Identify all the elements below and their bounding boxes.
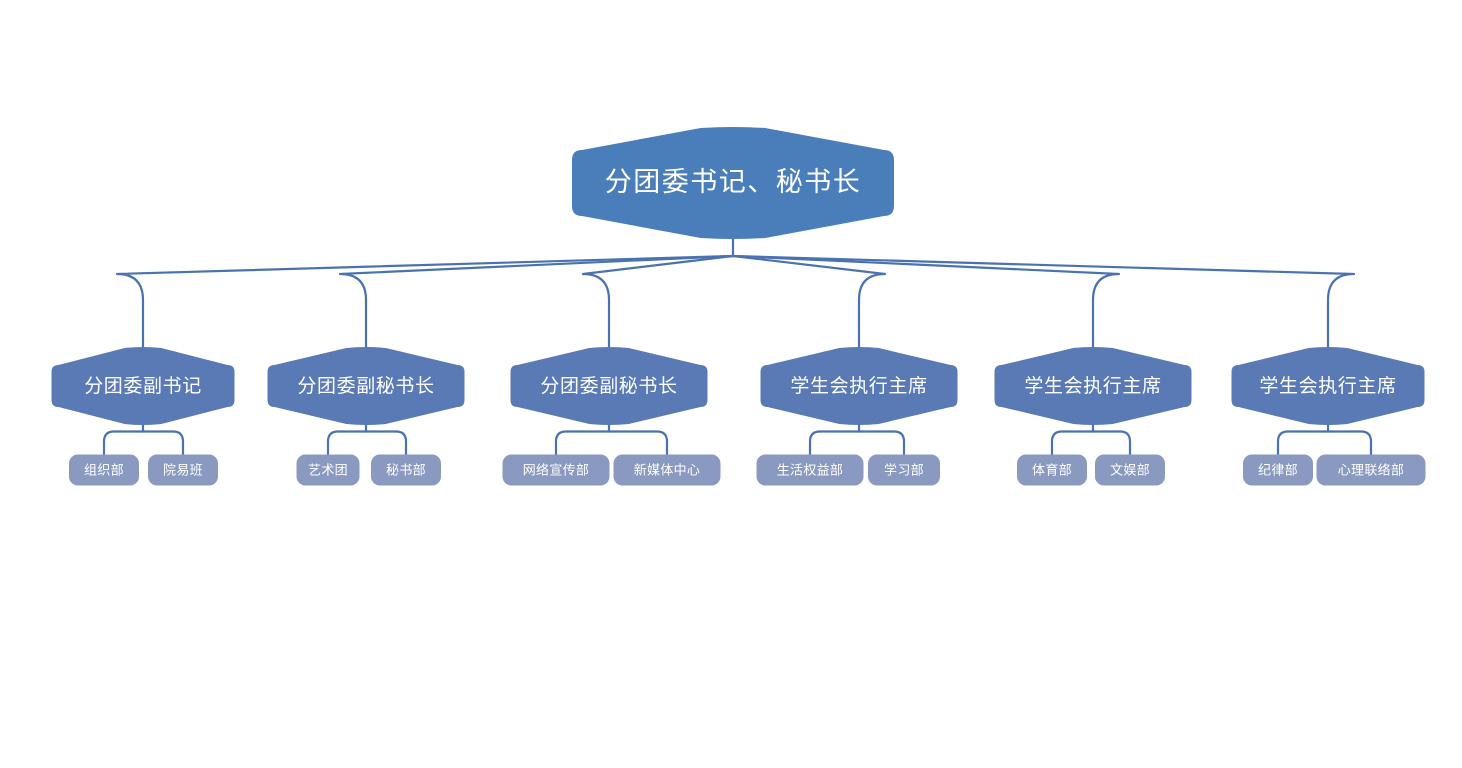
branch-bracket-6	[1276, 430, 1373, 456]
dept-node-1-1-shape	[69, 454, 139, 486]
dept-node-1-1[interactable]: 组织部	[69, 454, 139, 486]
branch-node-6[interactable]: 学生会执行主席	[1231, 347, 1425, 425]
branch-connectors-group	[102, 420, 1373, 456]
level3-nodes-group: 组织部院易班 艺术团秘书部 网络宣传部新媒体中心 生活权益部学习部 体育部文娱部 纪律部心…	[69, 454, 1426, 486]
branch-node-2-shape	[267, 347, 465, 425]
branch-node-3-shape	[510, 347, 708, 425]
root-to-branch-connector-4	[731, 254, 887, 352]
dept-node-3-1-shape	[502, 454, 610, 486]
dept-node-6-2-shape	[1316, 454, 1426, 486]
root-node-shape	[572, 127, 894, 239]
dept-node-2-2-shape	[371, 454, 441, 486]
branch-bracket-1	[102, 430, 185, 456]
dept-node-5-2-shape	[1095, 454, 1165, 486]
root-node-group: 分团委书记、秘书长	[572, 127, 894, 239]
dept-node-2-1[interactable]: 艺术团	[296, 454, 360, 486]
branch-node-2[interactable]: 分团委副秘书长	[267, 347, 465, 425]
branch-node-3[interactable]: 分团委副秘书长	[510, 347, 708, 425]
dept-node-6-2[interactable]: 心理联络部	[1316, 454, 1426, 486]
dept-node-3-1[interactable]: 网络宣传部	[502, 454, 610, 486]
root-to-branch-connector-2	[338, 254, 735, 352]
dept-node-5-2[interactable]: 文娱部	[1095, 454, 1165, 486]
dept-node-3-2-shape	[613, 454, 721, 486]
dept-node-5-1-shape	[1017, 454, 1087, 486]
branch-node-5[interactable]: 学生会执行主席	[994, 347, 1192, 425]
root-node[interactable]: 分团委书记、秘书长	[572, 127, 894, 239]
dept-node-2-1-shape	[296, 454, 360, 486]
root-to-branch-connector-3	[581, 254, 735, 352]
branch-bracket-3	[554, 430, 669, 456]
branch-node-4[interactable]: 学生会执行主席	[760, 347, 958, 425]
dept-node-6-1[interactable]: 纪律部	[1243, 454, 1313, 486]
root-to-branch-connector-6	[731, 254, 1356, 352]
branch-bracket-2	[326, 430, 408, 456]
root-to-branch-connector-1	[115, 254, 735, 352]
dept-node-6-1-shape	[1243, 454, 1313, 486]
dept-node-4-1-shape	[756, 454, 864, 486]
branch-node-6-shape	[1231, 347, 1425, 425]
dept-node-2-2[interactable]: 秘书部	[371, 454, 441, 486]
dept-node-1-2-shape	[148, 454, 218, 486]
dept-node-3-2[interactable]: 新媒体中心	[613, 454, 721, 486]
dept-node-1-2[interactable]: 院易班	[148, 454, 218, 486]
branch-node-4-shape	[760, 347, 958, 425]
dept-node-4-2-shape	[868, 454, 940, 486]
root-connectors-group	[115, 234, 1356, 352]
branch-node-5-shape	[994, 347, 1192, 425]
branch-bracket-4	[808, 430, 906, 456]
root-to-branch-connector-5	[731, 254, 1121, 352]
dept-node-4-2[interactable]: 学习部	[868, 454, 940, 486]
branch-bracket-5	[1050, 430, 1132, 456]
branch-node-1[interactable]: 分团委副书记	[51, 347, 235, 425]
level2-nodes-group: 分团委副书记分团委副秘书长分团委副秘书长学生会执行主席学生会执行主席学生会执行主…	[51, 347, 1425, 425]
dept-node-4-1[interactable]: 生活权益部	[756, 454, 864, 486]
branch-node-1-shape	[51, 347, 235, 425]
dept-node-5-1[interactable]: 体育部	[1017, 454, 1087, 486]
